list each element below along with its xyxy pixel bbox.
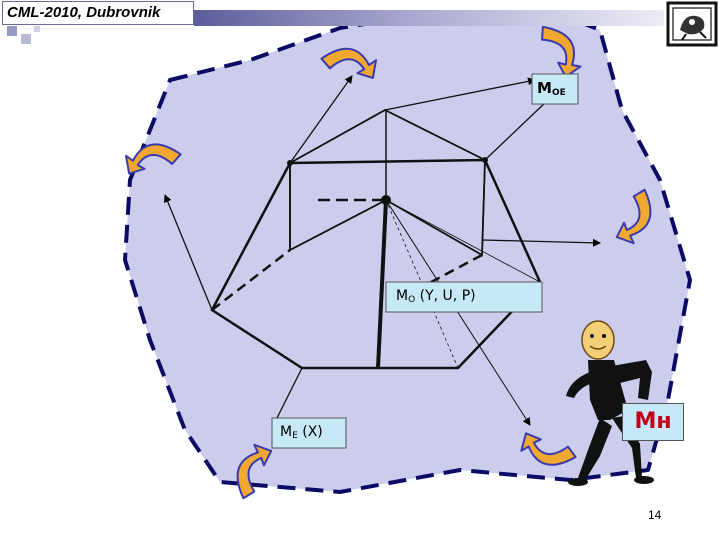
vertex-dot-center <box>381 195 391 205</box>
dashed-link-lower-left <box>211 249 291 311</box>
page-number: 14 <box>648 508 662 522</box>
header-square <box>34 26 40 32</box>
label-box-moe <box>531 73 579 105</box>
stick-figure-icon <box>566 320 654 486</box>
arrow-to-top-left <box>289 75 353 164</box>
label-mo: MO (Y, U, P) <box>396 288 476 305</box>
edge-center-right <box>385 199 541 283</box>
label-moe-sub: OE <box>551 88 566 98</box>
label-mo-main: M <box>396 288 409 304</box>
curved-arrow-right <box>615 188 652 245</box>
label-me-main: M <box>280 424 293 440</box>
curved-arrow-bottom-left <box>236 443 273 500</box>
header-title: CML-2010, Dubrovnik <box>2 1 194 25</box>
arrow-to-right <box>481 238 601 247</box>
arrow-to-left <box>163 194 213 311</box>
label-mo-rest: (Y, U, P) <box>415 288 476 304</box>
curved-arrow-bottom-right <box>520 432 577 466</box>
label-mo-sub: O <box>408 295 416 305</box>
arrow-to-moe <box>384 77 536 111</box>
label-me-sub: E <box>292 431 298 441</box>
label-moe: MOE <box>537 79 566 98</box>
vertex-dot-right <box>482 157 488 163</box>
label-box-mo <box>385 281 543 313</box>
vertex-dot-left <box>287 160 293 166</box>
header-gradient-bar <box>194 10 664 26</box>
curved-arrow-left <box>124 143 182 175</box>
header-square <box>7 26 17 36</box>
label-box-me <box>271 417 347 449</box>
corner-logo-icon <box>666 1 718 47</box>
label-me-rest: (X) <box>297 424 323 440</box>
label-moe-main: M <box>537 79 552 97</box>
dashed-link-lower-right <box>419 253 483 290</box>
header-square <box>21 34 31 44</box>
environment-region <box>123 10 692 494</box>
label-me: ME (X) <box>280 424 323 441</box>
moe-connector <box>484 99 549 161</box>
curved-arrow-top-left <box>320 47 377 79</box>
label-mh: Mн <box>622 403 684 441</box>
edge-center-down <box>376 199 388 369</box>
edge-inner-right <box>481 159 486 256</box>
